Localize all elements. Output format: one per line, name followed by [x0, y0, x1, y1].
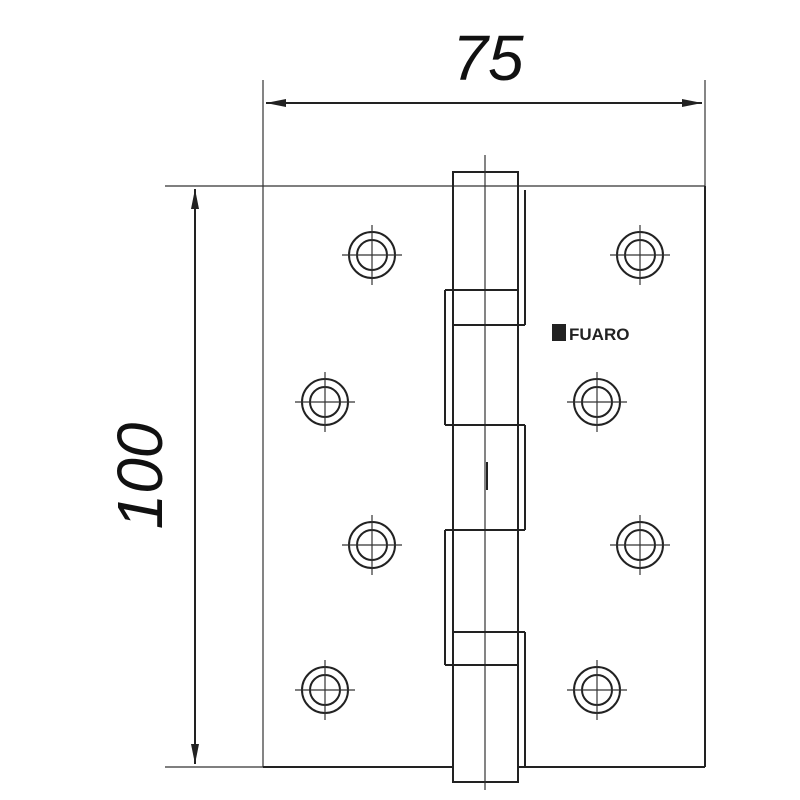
height-dimension: 100: [104, 185, 705, 768]
height-label: 100: [104, 422, 176, 529]
width-label: 75: [452, 22, 524, 94]
screw-hole-icon: [295, 372, 355, 432]
screw-hole-icon: [342, 225, 402, 285]
hinge-knuckle: [444, 155, 525, 790]
logo-text: FUARO: [569, 325, 629, 344]
screw-hole-icon: [610, 225, 670, 285]
screw-holes: [295, 225, 670, 720]
screw-hole-icon: [567, 372, 627, 432]
screw-hole-icon: [610, 515, 670, 575]
screw-hole-icon: [295, 660, 355, 720]
screw-hole-icon: [567, 660, 627, 720]
hinge-leaves: [263, 186, 706, 768]
screw-hole-icon: [342, 515, 402, 575]
width-dimension: 75: [262, 22, 706, 767]
brand-logo: FUARO: [552, 324, 629, 344]
